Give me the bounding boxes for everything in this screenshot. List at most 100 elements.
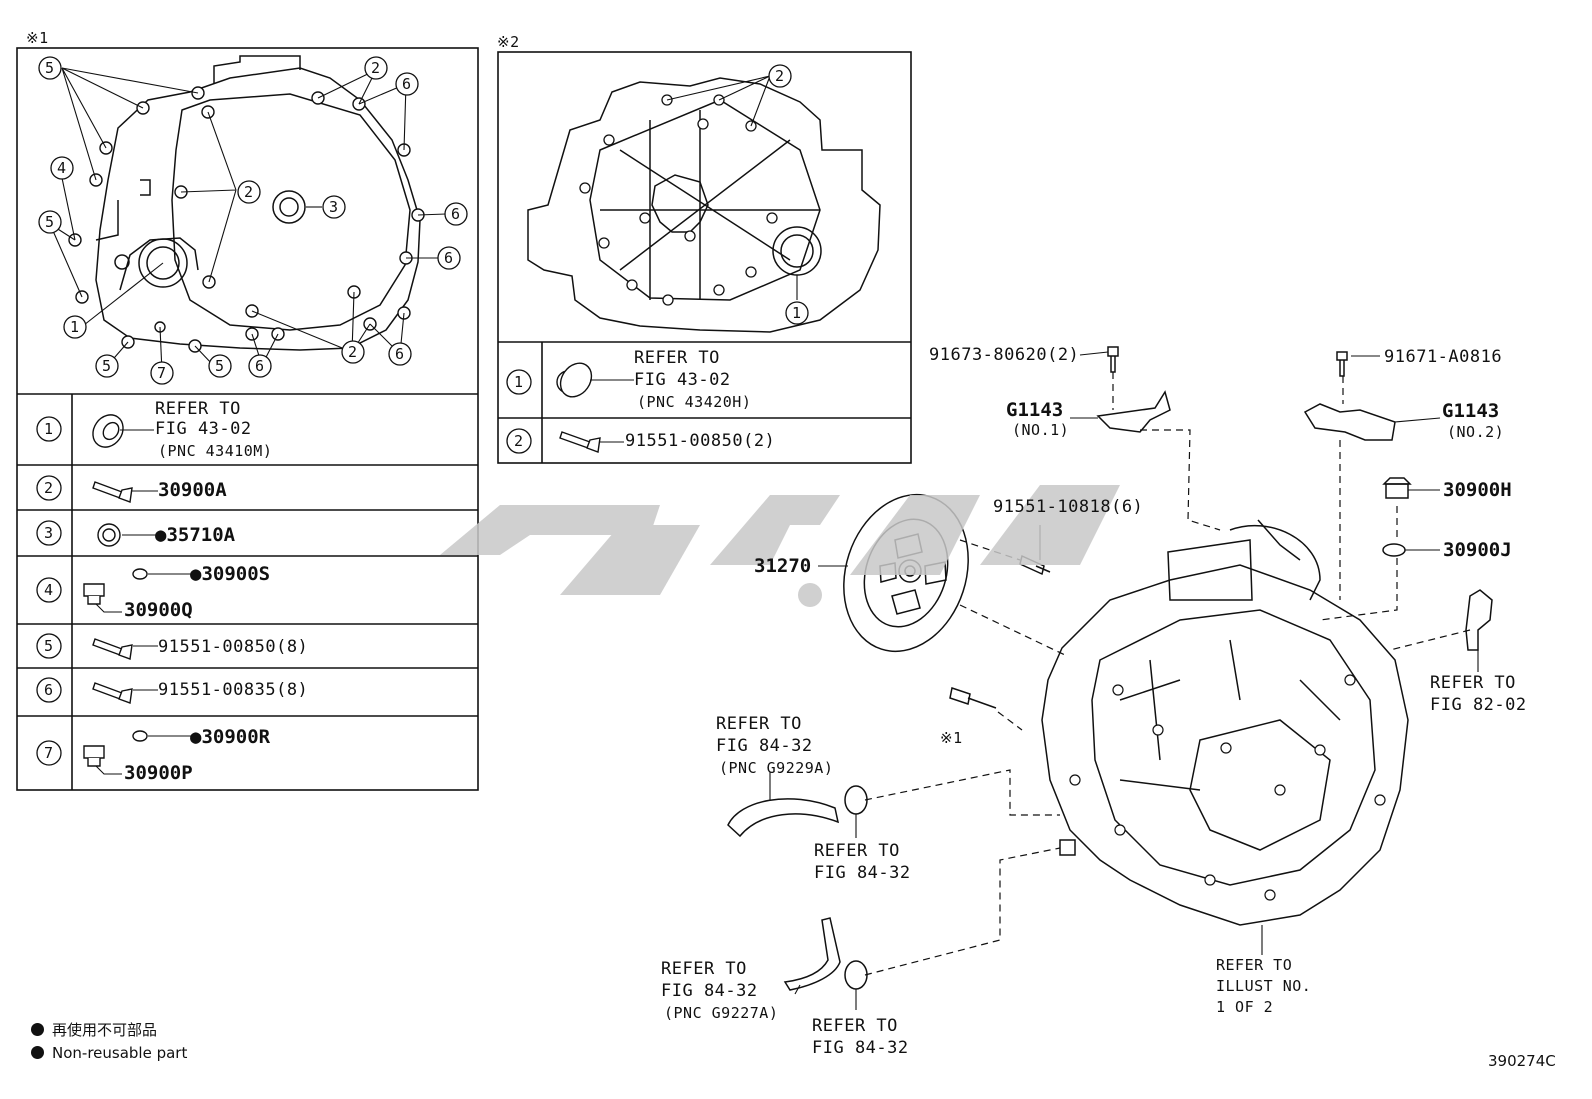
ref-illust-line1: REFER TO xyxy=(1216,956,1293,974)
label-91671-A0816: 91671-A0816 xyxy=(1384,347,1503,367)
panel1-row-leaders xyxy=(95,379,634,775)
legend-line-en: Non-reusable part xyxy=(31,1044,187,1062)
panel1-part-icons xyxy=(83,362,601,767)
panel1-marker: ※1 xyxy=(26,29,49,47)
watermark-logo xyxy=(440,485,1120,607)
panel2-housing xyxy=(527,77,881,333)
callout-6: 6 xyxy=(451,205,461,223)
panel2-frame xyxy=(497,51,912,464)
p2-row-num-2: 2 xyxy=(514,432,524,450)
part-30900R: ●30900R xyxy=(190,726,271,748)
part-30900S: ●30900S xyxy=(190,563,271,585)
label-91673-80620: 91673-80620(2) xyxy=(929,345,1080,365)
label-g1143-no1-note: (NO.1) xyxy=(1012,421,1070,439)
callout-6: 6 xyxy=(255,357,265,375)
panel1-bolts xyxy=(68,86,425,353)
row-num-2: 2 xyxy=(44,479,54,497)
label-30900J: 30900J xyxy=(1443,539,1512,561)
legend-text-en: Non-reusable part xyxy=(52,1044,188,1062)
callout-3: 3 xyxy=(329,198,339,216)
callout-2: 2 xyxy=(348,343,358,361)
ref-illust-line3: 1 OF 2 xyxy=(1216,998,1274,1016)
callout-6: 6 xyxy=(395,345,405,363)
p2-row1-ref-line1: REFER TO xyxy=(634,348,720,368)
callout-7: 7 xyxy=(157,364,167,382)
p2-callout-1: 1 xyxy=(792,304,802,322)
ref-clamp-upper-line2: FIG 84-32 xyxy=(814,863,911,883)
callout-1: 1 xyxy=(70,318,80,336)
callout-6: 6 xyxy=(402,75,412,93)
p2-row1-ref-line3: (PNC 43420H) xyxy=(637,393,752,411)
ref-hose-upper-line3: (PNC G9229A) xyxy=(719,759,834,777)
callout-6: 6 xyxy=(444,249,454,267)
main-solid-leaders xyxy=(769,351,1479,1010)
callout-5: 5 xyxy=(102,357,112,375)
p2-part-91551-00850: 91551-00850(2) xyxy=(625,431,776,451)
label-g1143-no1: G1143 xyxy=(1006,399,1064,421)
ref-illust-line2: ILLUST NO. xyxy=(1216,977,1312,995)
p2-row-num-1: 1 xyxy=(514,373,524,391)
ref-clamp-lower-line1: REFER TO xyxy=(812,1016,898,1036)
label-30900H: 30900H xyxy=(1443,479,1512,501)
legend-dot xyxy=(31,1023,44,1036)
row-num-3: 3 xyxy=(44,524,54,542)
ref-hose-lower-line3: (PNC G9227A) xyxy=(664,1004,779,1022)
figure-id: 390274C xyxy=(1488,1052,1556,1070)
part-30900Q: 30900Q xyxy=(124,599,193,621)
transaxle-outline xyxy=(1041,564,1409,926)
legend-dot xyxy=(31,1046,44,1059)
legend-text-jp: 再使用不可部品 xyxy=(52,1021,158,1039)
p2-row1-ref-line2: FIG 43-02 xyxy=(634,370,731,390)
ref-clamp-lower-line2: FIG 84-32 xyxy=(812,1038,909,1058)
label-marker1: ※1 xyxy=(940,729,963,747)
row-num-5: 5 xyxy=(44,637,54,655)
callout-4: 4 xyxy=(57,159,67,177)
panel1-callout-circles xyxy=(38,56,468,385)
legend-line-jp: 再使用不可部品 xyxy=(31,1019,157,1040)
row-num-7: 7 xyxy=(44,744,54,762)
callout-5: 5 xyxy=(45,213,55,231)
panel1-row-circles xyxy=(36,416,62,766)
part-30900P: 30900P xyxy=(124,762,193,784)
part-35710A: ●35710A xyxy=(155,524,236,546)
row-num-4: 4 xyxy=(44,581,54,599)
panel2-callouts xyxy=(768,64,809,325)
ref82-line1: REFER TO xyxy=(1430,673,1516,693)
main-parts xyxy=(727,346,1493,991)
label-91551-10818: 91551-10818(6) xyxy=(993,497,1144,517)
row1-ref-line2: FIG 43-02 xyxy=(155,419,252,439)
part-91551-00835: 91551-00835(8) xyxy=(158,680,309,700)
label-g1143-no2-note: (NO.2) xyxy=(1447,423,1505,441)
panel2-leaders xyxy=(666,75,798,300)
ref-hose-lower-line1: REFER TO xyxy=(661,959,747,979)
ref-hose-upper-line2: FIG 84-32 xyxy=(716,736,813,756)
main-dashed-leaders xyxy=(864,372,1471,976)
label-31270: 31270 xyxy=(754,555,812,577)
part-91551-00850: 91551-00850(8) xyxy=(158,637,309,657)
row-num-6: 6 xyxy=(44,681,54,699)
row1-ref-line1: REFER TO xyxy=(155,399,241,419)
hose-upper xyxy=(727,798,840,838)
panel1-leaders xyxy=(49,67,447,373)
ref82-line2: FIG 82-02 xyxy=(1430,695,1527,715)
callout-2: 2 xyxy=(244,183,254,201)
callout-5: 5 xyxy=(45,59,55,77)
row1-ref-line3: (PNC 43410M) xyxy=(158,442,273,460)
panel1-frame xyxy=(16,47,479,791)
ref-clamp-upper-line1: REFER TO xyxy=(814,841,900,861)
callout-2: 2 xyxy=(371,59,381,77)
part-30900A: 30900A xyxy=(158,479,227,501)
callout-5: 5 xyxy=(215,357,225,375)
main-small-bolts xyxy=(1069,674,1386,901)
panel2-row-circles xyxy=(506,369,532,454)
panel1-housing xyxy=(95,55,421,351)
ref-hose-lower-line2: FIG 84-32 xyxy=(661,981,758,1001)
p2-callout-2: 2 xyxy=(775,67,785,85)
ref-hose-upper-line1: REFER TO xyxy=(716,714,802,734)
panel2-marker: ※2 xyxy=(497,33,520,51)
panel2-bolts xyxy=(579,94,778,306)
label-g1143-no2: G1143 xyxy=(1442,400,1500,422)
row-num-1: 1 xyxy=(44,420,54,438)
